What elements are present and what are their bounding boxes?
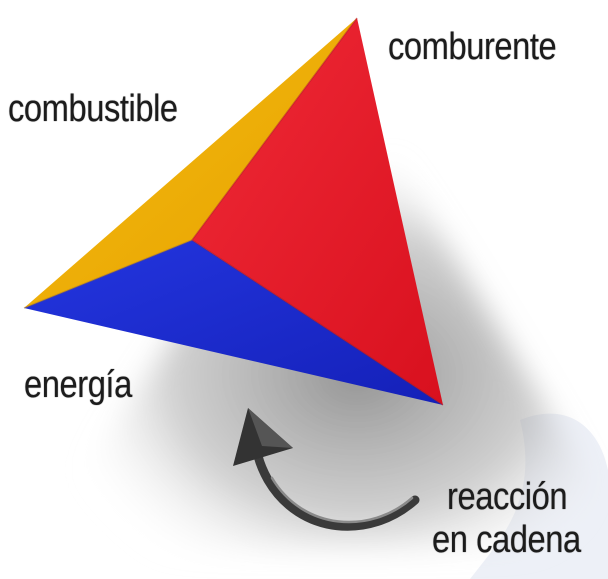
- comburente-face: [192, 18, 443, 405]
- combustible-label: combustible: [8, 88, 178, 130]
- left-edge-highlight: [23, 239, 193, 309]
- energia-face: [24, 240, 443, 405]
- comburente-label: comburente: [388, 26, 557, 68]
- chain-reaction-arrow-highlight: [270, 476, 414, 524]
- chain-reaction-arrowhead-shade: [248, 408, 293, 448]
- reaccion-label-line2: en cadena: [432, 519, 581, 561]
- combustible-face: [24, 18, 357, 308]
- energia-label: energía: [24, 364, 132, 406]
- reaccion-label-line1: reacción: [447, 476, 568, 518]
- front-edge-highlight: [190, 17, 444, 406]
